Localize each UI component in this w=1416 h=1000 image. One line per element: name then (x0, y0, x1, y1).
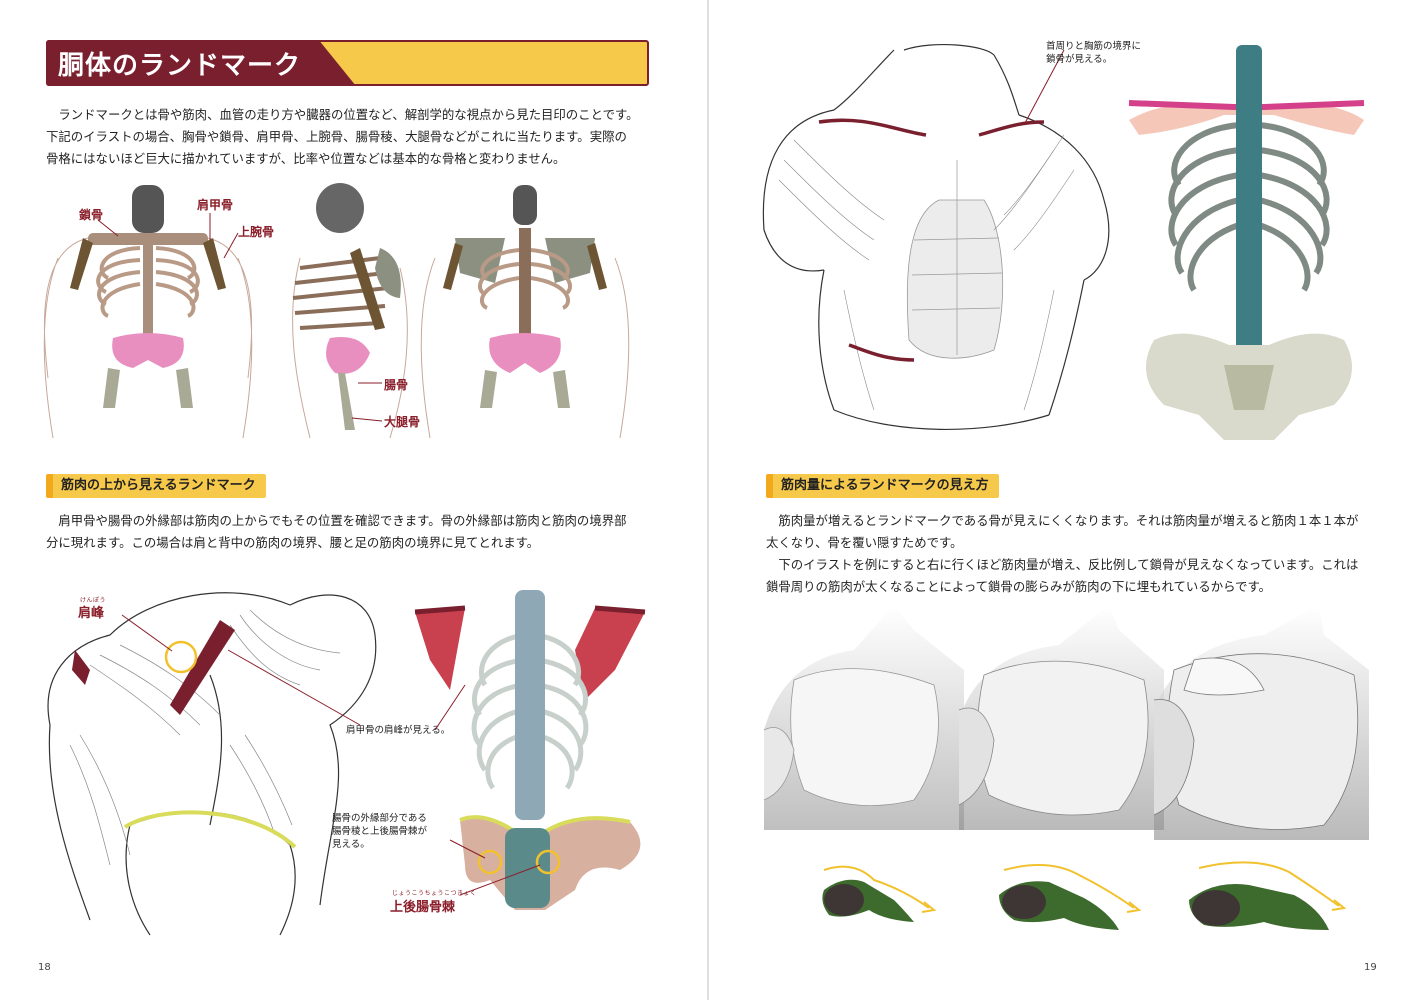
skeleton-illustrations (43, 183, 630, 439)
back-skeleton-illustration (414, 590, 646, 910)
page-number-right: 19 (1364, 962, 1377, 973)
section1-line-2: 分に現れます。この場合は肩と背中の筋肉の境界、腰と足の筋肉の境界に見てとれます。 (46, 535, 540, 550)
section2-line-4: 鎖骨周りの筋肉が太くなることによって鎖骨の膨らみが筋肉の下に埋もれているからです… (766, 579, 1272, 594)
left-page: 胴体のランドマーク ランドマークとは骨や筋肉、血管の走り方や臓器の位置など、解剖… (0, 0, 707, 1000)
label-femur: 大腿骨 (384, 415, 421, 429)
chest-small (763, 605, 964, 922)
intro-line-2: 下記のイラストの場合、胸骨や鎖骨、肩甲骨、上腕骨、腸骨稜、大腿骨などがこれに当た… (46, 129, 627, 144)
label-acromion: 肩峰 (78, 606, 105, 621)
clavicle-note-line-2: 鎖骨が見える。 (1046, 54, 1113, 65)
clavicle-note: 首周りと胸筋の境界に 鎖骨が見える。 (1046, 40, 1141, 66)
front-skeleton-teal-spine (1128, 45, 1365, 440)
iliac-note-line-3: 見える。 (332, 839, 370, 850)
title-banner: 胴体のランドマーク (46, 40, 649, 86)
label-ilium: 腸骨 (384, 378, 409, 392)
section1-heading: 筋肉の上から見えるランドマーク (46, 474, 266, 498)
intro-line-3: 骨格にはないほど巨大に描かれていますが、比率や位置などは基本的な骨格と変わりませ… (46, 151, 566, 166)
chest-medium (958, 605, 1164, 930)
section2-heading: 筋肉量によるランドマークの見え方 (766, 474, 999, 498)
section2-line-1: 筋肉量が増えるとランドマークである骨が見えにくくなります。それは筋肉量が増えると… (778, 513, 1359, 528)
intro-paragraph: ランドマークとは骨や筋肉、血管の走り方や臓器の位置など、解剖学的な視点から見た目… (46, 104, 661, 170)
acromion-ruby: けんぽう (80, 597, 107, 604)
acromion-note: 肩甲骨の肩峰が見える。 (346, 725, 451, 736)
back-muscle-illustration (47, 592, 377, 936)
label-scapula: 肩甲骨 (197, 198, 234, 212)
chest-large (1153, 605, 1369, 930)
section2-line-3: 下のイラストを例にすると右に行くほど筋肉量が増え、反比例して鎖骨が見えなくなって… (778, 557, 1359, 572)
skeleton-side (292, 183, 408, 439)
iliac-note-line-2: 腸骨稜と上後腸骨棘が (332, 826, 428, 837)
iliac-note-line-1: 腸骨の外縁部分である (332, 813, 427, 824)
clavicle-note-line-1: 首周りと胸筋の境界に (1046, 41, 1142, 52)
label-clavicle: 鎖骨 (79, 208, 104, 222)
intro-line-1: ランドマークとは骨や筋肉、血管の走り方や臓器の位置など、解剖学的な視点から見た目… (58, 107, 639, 122)
chest-comparison-illustration (763, 605, 1369, 930)
page-title: 胴体のランドマーク (58, 51, 302, 81)
front-muscle-torso (762, 43, 1110, 431)
title-banner-maroon (46, 40, 356, 86)
label-psis: 上後腸骨棘 (390, 900, 456, 915)
section2-paragraph: 筋肉量が増えるとランドマークである骨が見えにくくなります。それは筋肉量が増えると… (766, 510, 1386, 598)
section1-line-1: 肩甲骨や腸骨の外縁部は筋肉の上からでもその位置を確認できます。骨の外縁部は筋肉と… (58, 513, 627, 528)
right-page: 首周りと胸筋の境界に 鎖骨が見える。 筋肉量によるランドマークの見え方 筋肉量が… (709, 0, 1416, 1000)
iliac-note: 腸骨の外縁部分である 腸骨稜と上後腸骨棘が 見える。 (332, 812, 427, 851)
section1-paragraph: 肩甲骨や腸骨の外縁部は筋肉の上からでもその位置を確認できます。骨の外縁部は筋肉と… (46, 510, 661, 554)
section2-line-2: 太くなり、骨を覆い隠すためです。 (766, 535, 963, 550)
page-gutter (706, 0, 710, 1000)
skeleton-back (420, 185, 630, 439)
label-humerus: 上腕骨 (238, 225, 275, 239)
psis-ruby: じょうこうちょうこつきょく (392, 890, 477, 897)
skeleton-front (43, 185, 253, 439)
page-number-left: 18 (38, 962, 51, 973)
